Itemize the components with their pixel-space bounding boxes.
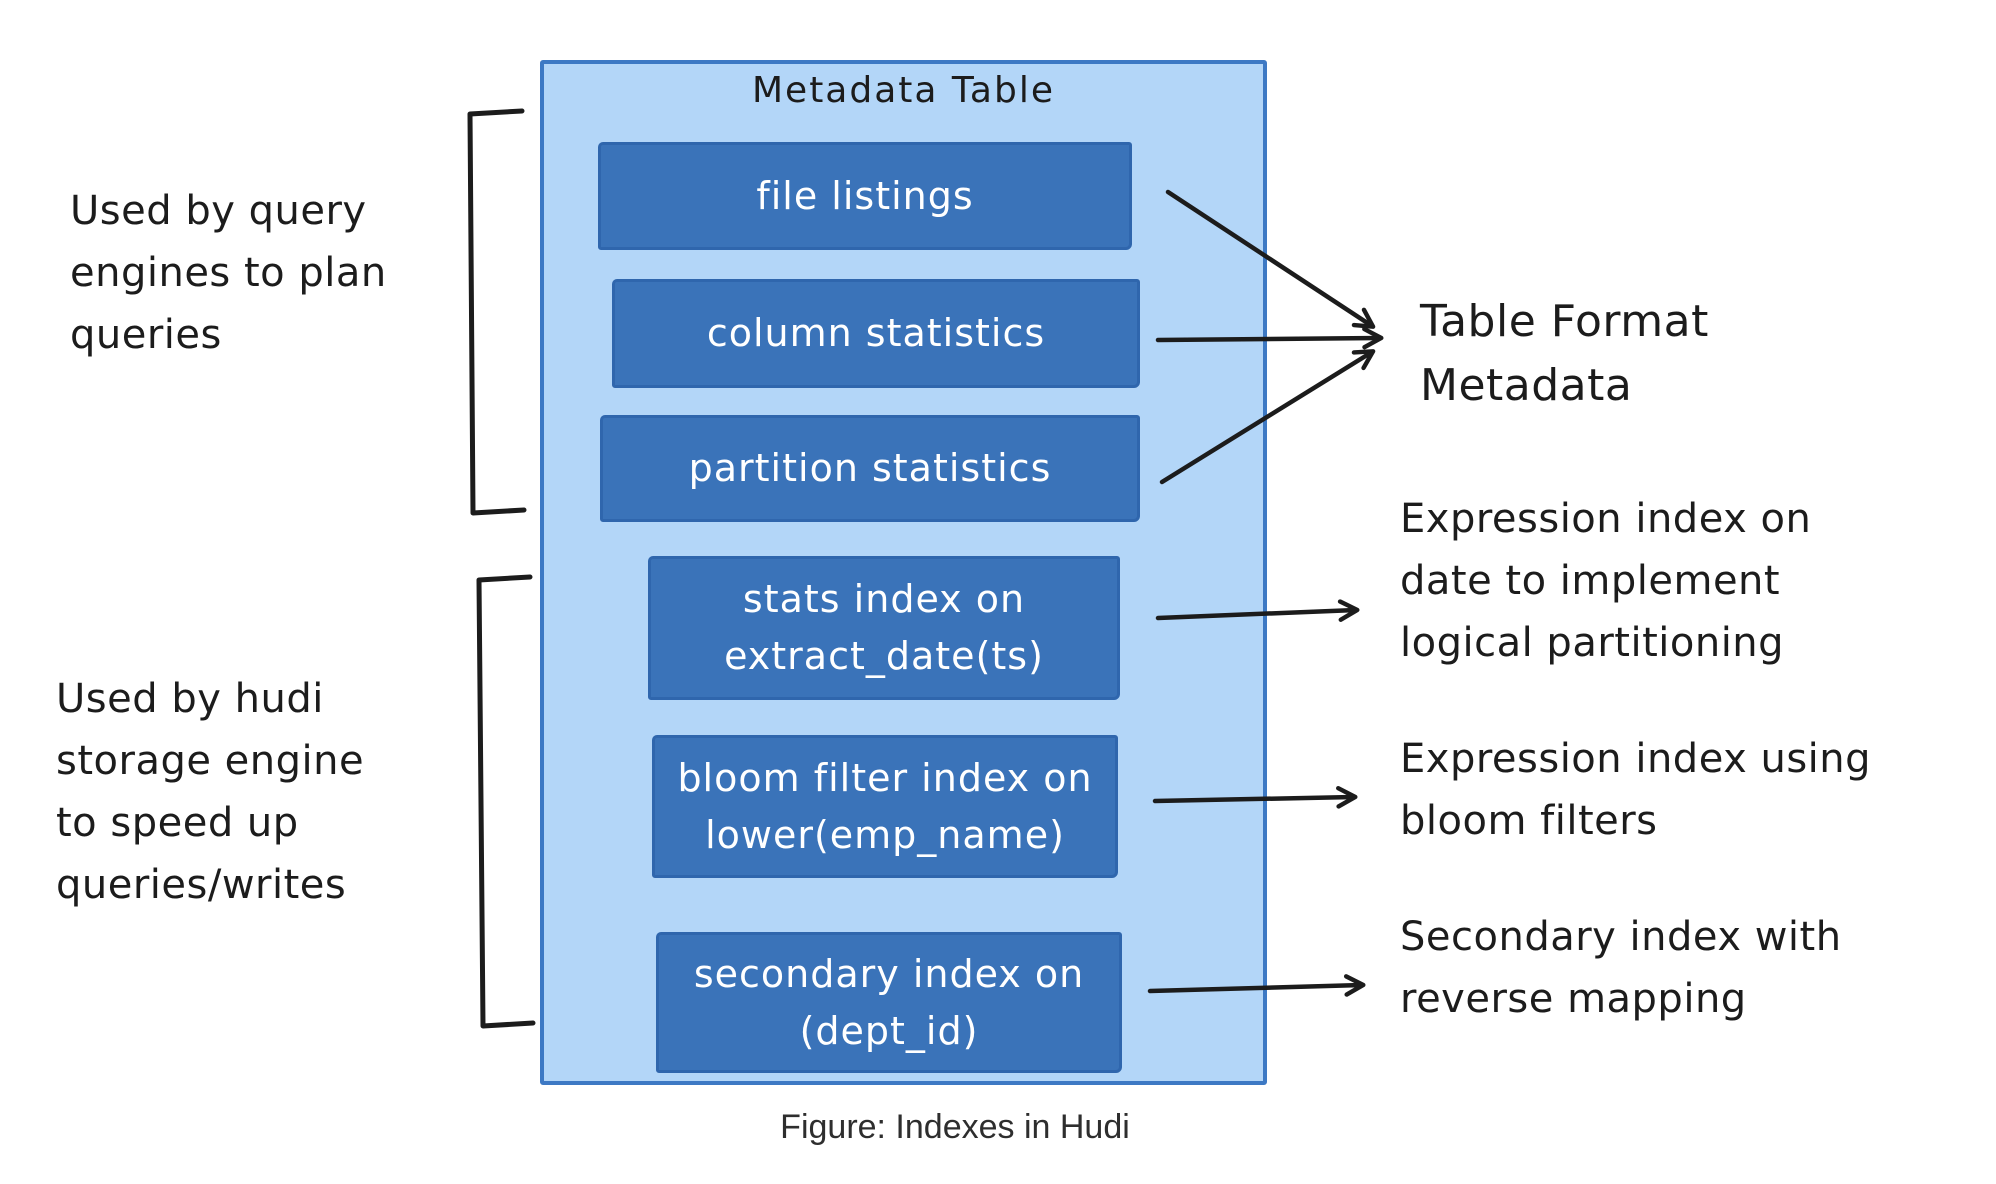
box-file-listings: file listings [598,142,1132,250]
box-label: (dept_id) [799,1008,979,1053]
note-line: Expression index on [1400,496,1812,542]
note-expression-index-date: Expression index on date to implement lo… [1400,488,1811,674]
box-partition-statistics: partition statistics [600,415,1140,522]
note-line: queries/writes [56,862,347,908]
figure-caption: Figure: Indexes in Hudi [780,1108,1130,1146]
note-line: date to implement [1400,558,1781,604]
box-label: file listings [756,173,974,218]
box-stats-index: stats index on extract_date(ts) [648,556,1120,700]
bracket-storage-section [476,574,536,1029]
note-line: to speed up [56,800,299,846]
box-label: bloom filter index on [677,755,1093,800]
note-line: Used by hudi [56,676,324,722]
note-line: engines to plan [70,250,387,296]
box-label: extract_date(ts) [724,634,1044,678]
note-line: Table Format [1420,296,1709,347]
box-secondary-index: secondary index on (dept_id) [656,932,1122,1073]
box-label: secondary index on [693,951,1085,996]
note-line: queries [70,312,222,358]
note-storage-engine: Used by hudi storage engine to speed up … [56,668,364,916]
bracket-query-section [467,108,527,516]
note-secondary-index-reverse: Secondary index with reverse mapping [1400,906,1842,1030]
note-line: bloom filters [1400,798,1658,844]
note-line: reverse mapping [1400,976,1747,1022]
box-label: lower(emp_name) [705,812,1065,857]
note-line: Expression index using [1400,736,1872,782]
box-column-statistics: column statistics [612,279,1140,388]
note-line: logical partitioning [1400,620,1785,666]
note-line: Secondary index with [1400,914,1842,960]
note-table-format-metadata: Table Format Metadata [1420,290,1709,418]
note-line: Metadata [1420,360,1633,411]
note-line: Used by query [70,188,367,234]
note-expression-index-bloom: Expression index using bloom filters [1400,728,1871,852]
note-line: storage engine [56,738,365,784]
box-bloom-filter-index: bloom filter index on lower(emp_name) [652,735,1118,878]
box-label: stats index on [742,577,1026,621]
note-query-engines: Used by query engines to plan queries [70,180,387,366]
box-label: partition statistics [688,446,1052,490]
panel-title: Metadata Table [751,70,1055,111]
box-label: column statistics [706,311,1046,355]
